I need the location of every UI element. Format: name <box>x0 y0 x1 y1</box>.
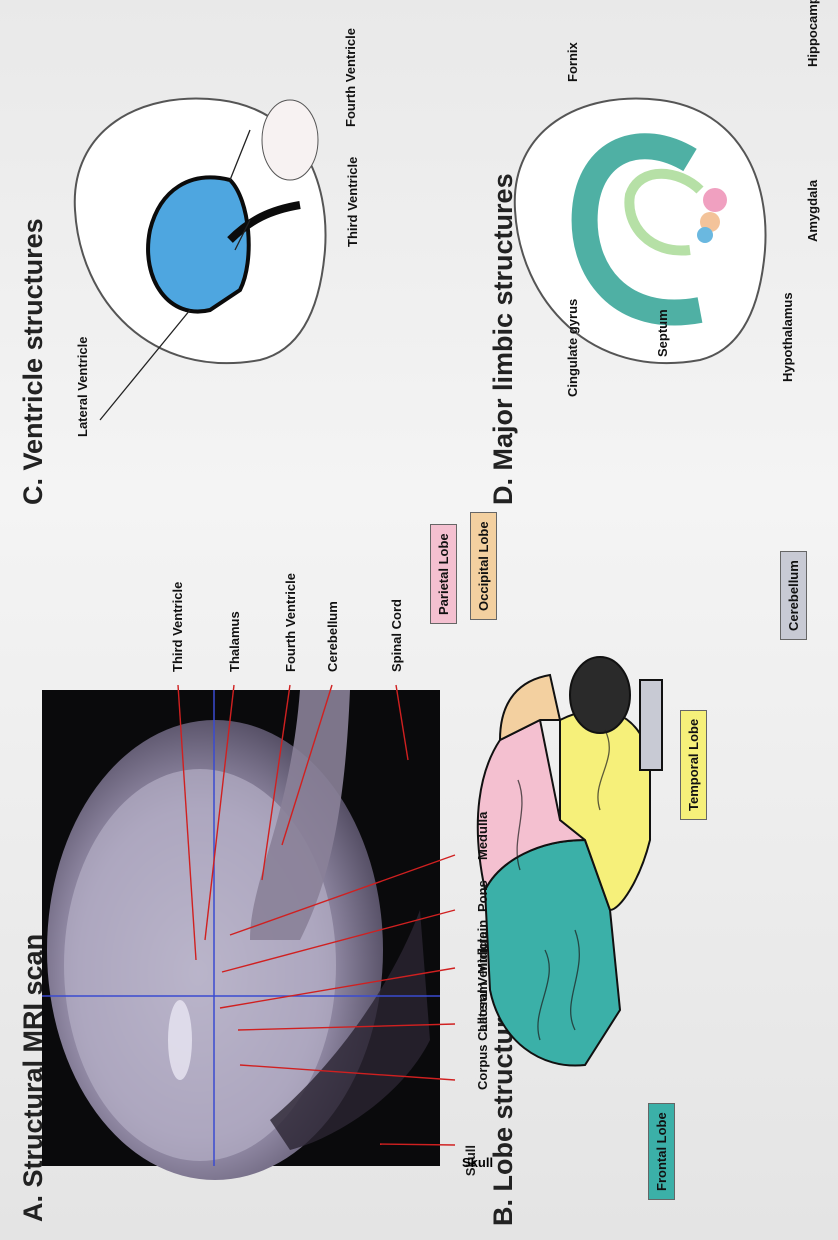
label-a-cerebellum: Cerebellum <box>320 593 345 680</box>
label-a-spinal-cord: Spinal Cord <box>384 591 409 680</box>
label-a-thalamus: Thalamus <box>222 603 247 680</box>
label-d-amygdala: Amygdala <box>800 172 825 250</box>
label-d-cingulate-gyrus: Cingulate gyrus <box>560 291 585 405</box>
label-d-fornix: Fornix <box>560 34 585 90</box>
label-a-pons: Pons <box>470 872 495 920</box>
label-d-hippocampus: Hippocampus <box>800 0 825 75</box>
label-a-midbrain: Midbrain <box>470 912 495 982</box>
label-a-third-ventricle: Third Ventricle <box>165 574 190 680</box>
label-d-hypothalamus: Hypothalamus <box>775 284 800 390</box>
amygdala-shape <box>703 188 727 212</box>
label-d-septum: Septum <box>650 301 675 365</box>
septum-shape <box>697 227 713 243</box>
label-a-medulla: Medulla <box>470 804 495 868</box>
label-a-fourth-ventricle: Fourth Ventricle <box>278 565 303 680</box>
